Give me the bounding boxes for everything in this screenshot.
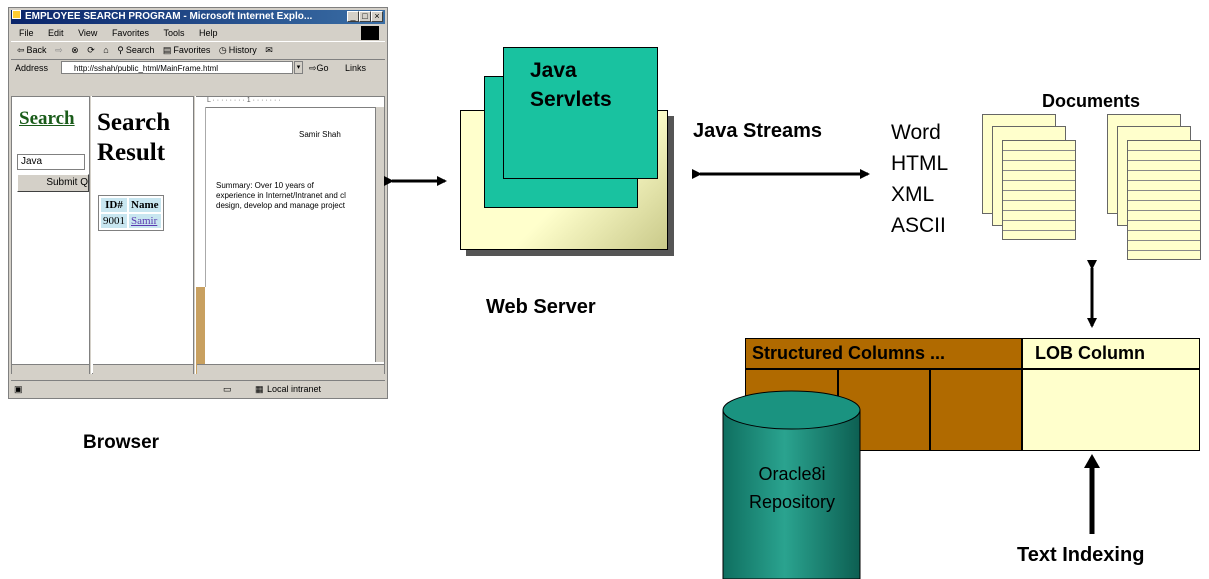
servlet-title-line2: Servlets xyxy=(530,88,612,111)
vertical-scrollbar[interactable] xyxy=(375,107,384,362)
servlet-card-front: Java Servlets xyxy=(503,47,658,179)
vertical-ruler-margin xyxy=(196,287,205,374)
results-table: ID# Name 9001 Samir xyxy=(98,195,164,231)
favorites-icon[interactable]: ▤ xyxy=(162,45,172,55)
search-heading: Search xyxy=(19,108,75,129)
search-input[interactable]: Java xyxy=(17,154,85,170)
status-zone: Local intranet xyxy=(267,384,322,394)
h-scrollbar-left[interactable] xyxy=(12,364,89,374)
doc-name: Samir Shah xyxy=(299,130,341,139)
doc-summary: Summary: Over 10 years of experience in … xyxy=(216,181,346,210)
links-button[interactable]: Links xyxy=(345,63,367,73)
go-arrow-icon: ⇨ xyxy=(309,63,317,73)
lock-icon: ▭ xyxy=(223,384,232,394)
back-icon[interactable]: ⇦ xyxy=(17,45,25,55)
close-button[interactable]: × xyxy=(371,11,383,22)
favorites-button[interactable]: Favorites xyxy=(173,45,211,55)
format-html: HTML xyxy=(891,152,949,175)
format-ascii: ASCII xyxy=(891,214,946,237)
menu-bar: File Edit View Favorites Tools Help xyxy=(11,26,385,40)
h-scrollbar-right[interactable] xyxy=(197,364,384,374)
minimize-button[interactable]: _ xyxy=(347,11,359,22)
menu-edit[interactable]: Edit xyxy=(48,28,64,38)
menu-file[interactable]: File xyxy=(19,28,34,38)
col-name: Name xyxy=(129,198,161,212)
intranet-icon: ▦ xyxy=(255,384,264,394)
structured-columns-label: Structured Columns ... xyxy=(752,343,946,363)
submit-button[interactable]: Submit Q xyxy=(17,174,89,192)
java-streams-label: Java Streams xyxy=(693,120,822,142)
back-button[interactable]: Back xyxy=(26,45,47,55)
history-button[interactable]: History xyxy=(228,45,257,55)
format-word: Word xyxy=(891,121,941,144)
go-button[interactable]: ⇨Go xyxy=(309,63,329,73)
result-link-samir[interactable]: Samir xyxy=(129,214,161,228)
ie-icon xyxy=(12,10,21,19)
search-icon[interactable]: ⚲ xyxy=(117,45,124,55)
lob-column-label: LOB Column xyxy=(1035,343,1145,363)
history-icon[interactable]: ◷ xyxy=(218,45,227,55)
browser-window: EMPLOYEE SEARCH PROGRAM - Microsoft Inte… xyxy=(8,7,388,399)
maximize-button[interactable]: □ xyxy=(359,11,371,22)
window-title: EMPLOYEE SEARCH PROGRAM - Microsoft Inte… xyxy=(11,10,385,24)
menu-view[interactable]: View xyxy=(78,28,98,38)
search-button[interactable]: Search xyxy=(125,45,155,55)
table-header-row: ID# Name xyxy=(101,198,161,212)
document-icon xyxy=(1127,140,1201,260)
format-xml: XML xyxy=(891,183,935,206)
address-dropdown-icon[interactable]: ▾ xyxy=(294,61,303,74)
menu-tools[interactable]: Tools xyxy=(163,28,185,38)
address-label: Address xyxy=(15,63,49,73)
text-indexing-label: Text Indexing xyxy=(1017,544,1145,566)
frame-divider-right[interactable] xyxy=(193,96,196,374)
repository-cylinder xyxy=(722,390,861,579)
menu-help[interactable]: Help xyxy=(199,28,218,38)
ruler: L · · · · · · · · 1 · · · · · · · xyxy=(205,97,383,108)
col-id: ID# xyxy=(101,198,127,212)
h-scrollbar-middle[interactable] xyxy=(93,364,193,374)
browser-caption: Browser xyxy=(83,432,160,453)
format-list: Word HTML XML ASCII xyxy=(891,117,948,241)
home-icon[interactable]: ⌂ xyxy=(103,45,109,55)
web-server-caption: Web Server xyxy=(486,296,596,318)
structured-columns-header: Structured Columns ... xyxy=(745,338,1022,369)
lob-cell xyxy=(1022,369,1200,451)
page-icon: ▣ xyxy=(14,384,23,394)
documents-label: Documents xyxy=(1042,91,1141,111)
vertical-ruler xyxy=(196,107,206,287)
structured-cell-3 xyxy=(930,369,1022,451)
toolbar: ⇦Back ⇨ ⊗ ⟳ ⌂ ⚲Search ▤Favorites ◷Histor… xyxy=(11,41,385,60)
lob-column-header: LOB Column xyxy=(1022,338,1200,369)
stop-icon[interactable]: ⊗ xyxy=(71,45,79,55)
document-stack-right xyxy=(1107,114,1207,264)
result-heading: Search Result xyxy=(97,109,171,166)
forward-icon[interactable]: ⇨ xyxy=(55,45,63,55)
menu-favorites[interactable]: Favorites xyxy=(111,28,149,38)
refresh-icon[interactable]: ⟳ xyxy=(87,45,95,55)
address-bar: Address xyxy=(11,59,385,77)
mail-icon[interactable]: ✉ xyxy=(265,45,273,55)
document-icon xyxy=(1002,140,1076,240)
table-row: 9001 Samir xyxy=(101,214,161,228)
address-input[interactable]: http://sshah/public_html/MainFrame.html xyxy=(61,61,293,74)
frame-divider-left[interactable] xyxy=(89,96,92,374)
document-stack-left xyxy=(982,114,1092,254)
servlet-title-line1: Java xyxy=(530,59,577,82)
status-bar: ▣ ▭ ▦ Local intranet xyxy=(11,380,385,397)
cell-id: 9001 xyxy=(101,214,127,228)
windows-logo-icon xyxy=(361,26,379,40)
repository-label: Oracle8i Repository xyxy=(748,464,836,512)
